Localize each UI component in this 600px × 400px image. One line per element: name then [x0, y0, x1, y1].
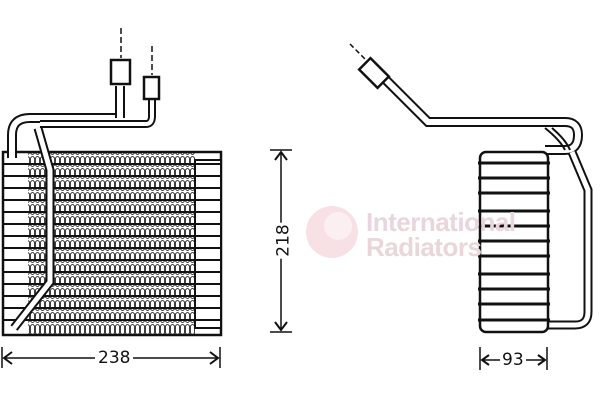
- dimension-depth: [479, 347, 548, 370]
- watermark-text: International Radiators: [366, 207, 516, 262]
- watermark-line1: International: [366, 207, 516, 237]
- dimension-width-label: 238: [95, 350, 134, 367]
- pipe-fitting-right: [142, 46, 161, 101]
- front-view: [1, 86, 223, 337]
- pipe-fitting-side: [349, 43, 391, 90]
- watermark-line2: Radiators: [366, 231, 482, 262]
- dimension-depth-label: 93: [500, 350, 526, 370]
- dimension-height-label: 218: [273, 222, 294, 259]
- pipe-fitting-left: [109, 28, 132, 86]
- side-view: [378, 72, 593, 334]
- watermark-logo-icon: [306, 206, 358, 258]
